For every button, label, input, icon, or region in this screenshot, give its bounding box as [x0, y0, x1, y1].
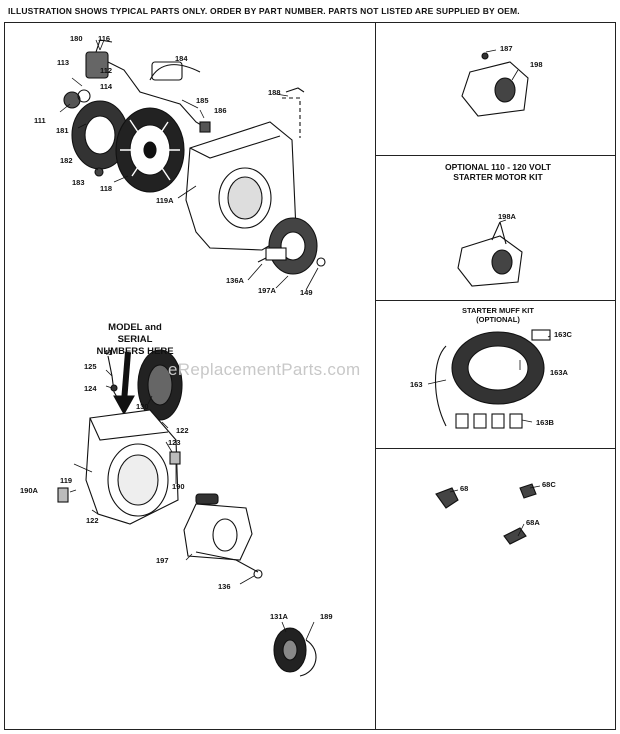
part-label: 124: [84, 384, 97, 393]
part-label: 163C: [554, 330, 572, 339]
rewind-starter-top-part: [257, 217, 326, 275]
part-label: 68A: [526, 518, 540, 527]
part-label: 190A: [20, 486, 38, 495]
part-label: 119: [60, 476, 73, 485]
part-label: 163B: [536, 418, 554, 427]
part-label: 119A: [156, 196, 174, 205]
starter-muff-kit-caption: STARTER MUFF KIT (OPTIONAL): [388, 306, 608, 324]
part-label: 188: [268, 88, 281, 97]
blower-housing-lower-part: [57, 409, 181, 525]
part-label: 187: [500, 44, 513, 53]
ignition-module-part: [63, 39, 161, 109]
starter-muff-kit-line-2: (OPTIONAL): [476, 315, 520, 324]
part-label: 114: [100, 82, 113, 91]
starter-motor-part: [461, 52, 529, 117]
part-label: 190: [172, 482, 185, 491]
starter-motor-kit-part: [457, 221, 523, 287]
part-label: 123: [168, 438, 181, 447]
part-label: 111: [34, 116, 46, 125]
part-label: 125: [84, 362, 97, 371]
model-note-line-1: MODEL and SERIAL: [108, 322, 162, 345]
flywheel-part: [115, 107, 185, 193]
blower-housing-top-part: [185, 87, 305, 251]
model-serial-note: MODEL and SERIAL NUMBERS HERE: [90, 322, 180, 358]
part-label: 197: [156, 556, 169, 565]
part-label: 185: [196, 96, 209, 105]
part-label: 197A: [258, 286, 276, 295]
part-label: 163A: [550, 368, 568, 377]
part-label: 68C: [542, 480, 556, 489]
part-label: 184: [175, 54, 188, 63]
wire-harness-part: [149, 61, 211, 133]
model-note-line-2: NUMBERS HERE: [96, 346, 174, 357]
starter-muff-kit-line-1: STARTER MUFF KIT: [462, 306, 534, 315]
part-label: 186: [214, 106, 227, 115]
part-label: 136A: [226, 276, 244, 285]
muff-clips-part: [455, 413, 523, 429]
part-label: 131A: [270, 612, 288, 621]
part-label: 130: [136, 402, 149, 411]
part-label: 163: [410, 380, 423, 389]
diagram-header: ILLUSTRATION SHOWS TYPICAL PARTS ONLY. O…: [8, 6, 520, 16]
part-label: 116: [98, 34, 111, 43]
part-label: 122: [86, 516, 99, 525]
part-label: 198: [530, 60, 543, 69]
nut-part: [94, 167, 104, 177]
part-label: 198A: [498, 212, 516, 221]
part-label: 118: [100, 184, 113, 193]
recoil-starter-lower-part: [183, 493, 263, 579]
part-label: 136: [218, 582, 231, 591]
part-label: 112: [100, 66, 113, 75]
part-label: 122: [176, 426, 189, 435]
part-label: 181: [56, 126, 69, 135]
watermark-text: eReplacementParts.com: [168, 360, 361, 379]
starter-motor-kit-caption: OPTIONAL 110 - 120 VOLT STARTER MOTOR KI…: [388, 162, 608, 182]
stator-part: [71, 100, 129, 170]
part-label: 68: [460, 484, 469, 493]
terminal-parts: [435, 483, 537, 545]
panel-divider-vertical: [375, 22, 376, 730]
part-label: 180: [70, 34, 83, 43]
panel-divider-1: [375, 155, 616, 156]
panel-divider-3: [375, 448, 616, 449]
diagram-frame: [4, 22, 616, 730]
starter-muff-ring-part: [434, 329, 551, 427]
part-label: 149: [300, 288, 313, 297]
part-label: 41: [104, 348, 113, 357]
starter-motor-kit-line-2: STARTER MOTOR KIT: [453, 172, 543, 182]
part-label: 189: [320, 612, 333, 621]
panel-divider-2: [375, 300, 616, 301]
starter-pulley-part: [273, 627, 317, 677]
starter-motor-kit-line-1: OPTIONAL 110 - 120 VOLT: [445, 162, 551, 172]
part-label: 183: [72, 178, 85, 187]
part-label: 182: [60, 156, 73, 165]
part-label: 113: [57, 58, 70, 67]
